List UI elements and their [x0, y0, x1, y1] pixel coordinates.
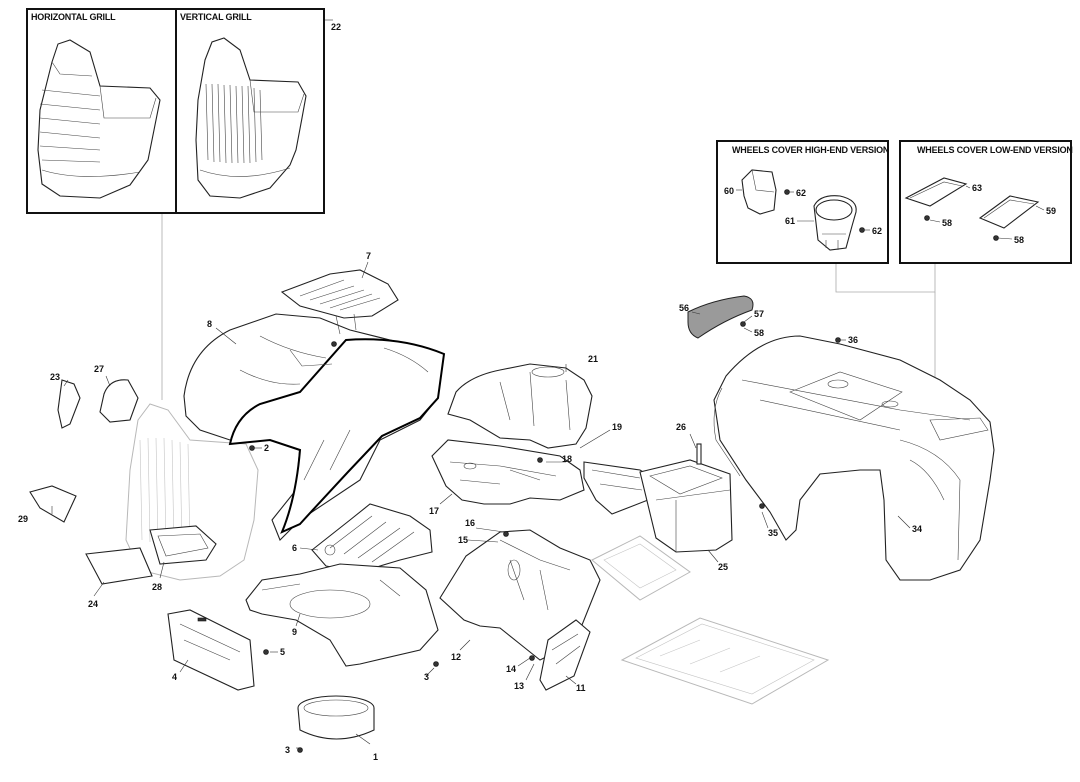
- leader-lines: [51, 261, 911, 749]
- callout-23: 23: [50, 372, 60, 382]
- callout-57: 57: [754, 309, 764, 319]
- part-4-bumper-bracket: [167, 609, 255, 691]
- fasteners: [197, 321, 841, 753]
- callout-16: 16: [465, 518, 475, 528]
- part-6-floor-panel: [311, 503, 433, 573]
- callout-25: 25: [718, 562, 728, 572]
- callout-60: 60: [724, 186, 734, 196]
- callout-59: 59: [1046, 206, 1056, 216]
- callout-8: 8: [207, 319, 212, 329]
- callout-36: 36: [848, 335, 858, 345]
- callout-29: 29: [18, 514, 28, 524]
- callout-26: 26: [676, 422, 686, 432]
- part-56-handle: [687, 295, 754, 339]
- callout-13: 13: [514, 681, 524, 691]
- callout-4: 4: [172, 672, 177, 682]
- callout-3a: 3: [424, 672, 429, 682]
- part-1-ring: [297, 695, 375, 740]
- callout-21: 21: [588, 354, 598, 364]
- callout-62b: 62: [872, 226, 882, 236]
- callout-2: 2: [264, 443, 269, 453]
- part-8-hood: [183, 313, 446, 541]
- callout-62a: 62: [796, 188, 806, 198]
- callout-labels: 1 2 3 3 4 5 6 7 8 9 11 12 13 14 15 16 17…: [18, 22, 1056, 762]
- part-29: [29, 485, 77, 523]
- callout-1: 1: [373, 752, 378, 762]
- part-11-side-panel: [539, 619, 591, 691]
- high-end-wheel-cover-parts: [736, 169, 870, 251]
- part-17-dash-panel: [431, 439, 585, 505]
- small-parts-left: [29, 379, 217, 585]
- horizontal-grill-drawing: [37, 39, 161, 199]
- callout-27: 27: [94, 364, 104, 374]
- callout-61: 61: [785, 216, 795, 226]
- inset-title-wheels-high-end: WHEELS COVER HIGH-END VERSION: [732, 145, 890, 155]
- callout-12: 12: [451, 652, 461, 662]
- inset-wheels-high-end: WHEELS COVER HIGH-END VERSION: [716, 140, 889, 264]
- part-7-upper-grille: [280, 269, 399, 335]
- callout-11: 11: [576, 683, 586, 693]
- callout-63: 63: [972, 183, 982, 193]
- callout-6: 6: [292, 543, 297, 553]
- inset-title-wheels-low-end: WHEELS COVER LOW-END VERSION: [917, 145, 1073, 155]
- callout-22: 22: [331, 22, 341, 32]
- callout-9: 9: [292, 627, 297, 637]
- callout-34: 34: [912, 524, 922, 534]
- callout-17: 17: [429, 506, 439, 516]
- part-21-cover: [447, 363, 593, 449]
- inset-title-horizontal-grill: HORIZONTAL GRILL: [31, 12, 116, 22]
- vertical-grill-drawing: [195, 37, 307, 199]
- callout-14: 14: [506, 664, 516, 674]
- callout-18: 18: [562, 454, 572, 464]
- callout-7: 7: [366, 251, 371, 261]
- callout-58a: 58: [754, 328, 764, 338]
- callout-56: 56: [679, 303, 689, 313]
- callout-15: 15: [458, 535, 468, 545]
- callout-24: 24: [88, 599, 98, 609]
- inset-title-vertical-grill: VERTICAL GRILL: [180, 12, 252, 22]
- part-24: [85, 547, 153, 585]
- low-end-wheel-cover-parts: [904, 177, 1045, 241]
- callout-58b: 58: [942, 218, 952, 228]
- inset-wheels-low-end: WHEELS COVER LOW-END VERSION: [899, 140, 1073, 264]
- callout-19: 19: [612, 422, 622, 432]
- part-27: [99, 379, 139, 423]
- callout-28: 28: [152, 582, 162, 592]
- part-23: [57, 379, 81, 429]
- callout-5: 5: [280, 647, 285, 657]
- callout-58c: 58: [1014, 235, 1024, 245]
- part-25-box: [639, 443, 733, 553]
- callout-3b: 3: [285, 745, 290, 755]
- inset-divider: [175, 10, 177, 212]
- part-9-lower-shroud: [245, 563, 439, 667]
- callout-35: 35: [768, 528, 778, 538]
- part-34-rear-fender: [713, 335, 995, 581]
